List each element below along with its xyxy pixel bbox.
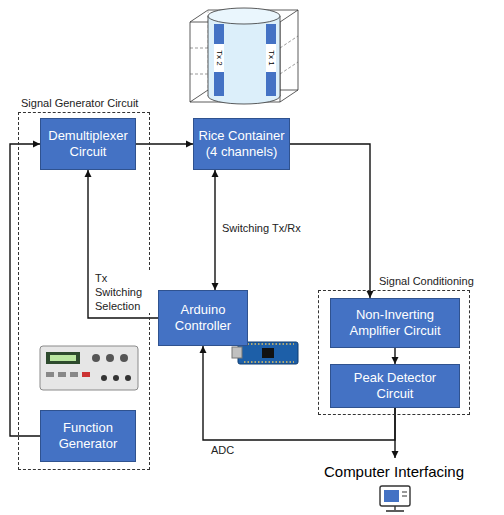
arrow-head [392, 451, 399, 458]
connector-line [88, 170, 158, 318]
process-box: Non-Inverting Amplifier Circuit [330, 298, 460, 348]
connector-line [394, 408, 395, 458]
function-generator-photo [40, 346, 138, 390]
box-text: Non-Inverting Amplifier Circuit [335, 307, 455, 338]
arrow-head [367, 291, 374, 298]
terminal-label: Computer Interfacing [318, 458, 470, 485]
process-box: Rice Container (4 channels) [193, 118, 290, 170]
edge-label: Switching Tx/Rx [221, 222, 302, 236]
connector-line [290, 144, 370, 298]
box-text: Arduino Controller [163, 302, 243, 333]
arrow-head [212, 283, 219, 290]
connector [10, 141, 40, 437]
connector-line [214, 170, 215, 290]
connector [212, 170, 219, 290]
group-title: Signal Generator Circuit [21, 97, 138, 109]
edge-label: ADC [210, 444, 235, 458]
rice-cylinder [190, 8, 298, 104]
edge-label: Tx Switching Selection [94, 272, 158, 313]
process-box: Function Generator [40, 410, 136, 462]
group-title: Signal Conditioning [379, 275, 474, 287]
arrow-head [33, 141, 40, 148]
box-text: Computer Interfacing [324, 463, 464, 480]
connector [290, 144, 374, 298]
process-box: Arduino Controller [158, 290, 248, 346]
arrow-head [212, 170, 219, 177]
connector-line [136, 143, 193, 144]
connector [85, 170, 159, 318]
connector-line [10, 144, 40, 436]
group-box: Signal ConditioningNon-Inverting Amplifi… [318, 290, 470, 415]
process-box: Peak Detector Circuit [330, 364, 460, 408]
arrow-head [392, 357, 399, 364]
arrow-head [186, 141, 193, 148]
electrode-label: Tx 2 [215, 50, 223, 66]
electrode-label: Tx 1 [267, 50, 275, 66]
box-text: Demultiplexer Circuit [45, 128, 131, 159]
arrow-head [200, 346, 207, 353]
box-text: Peak Detector Circuit [335, 370, 455, 401]
box-text: Function Generator [45, 420, 131, 451]
computer-icon [380, 486, 410, 511]
process-box: Demultiplexer Circuit [40, 118, 136, 170]
connector [136, 141, 193, 148]
connector [392, 348, 399, 364]
connector [392, 408, 399, 458]
arrow-head [85, 170, 92, 177]
box-text: Rice Container (4 channels) [198, 128, 285, 159]
